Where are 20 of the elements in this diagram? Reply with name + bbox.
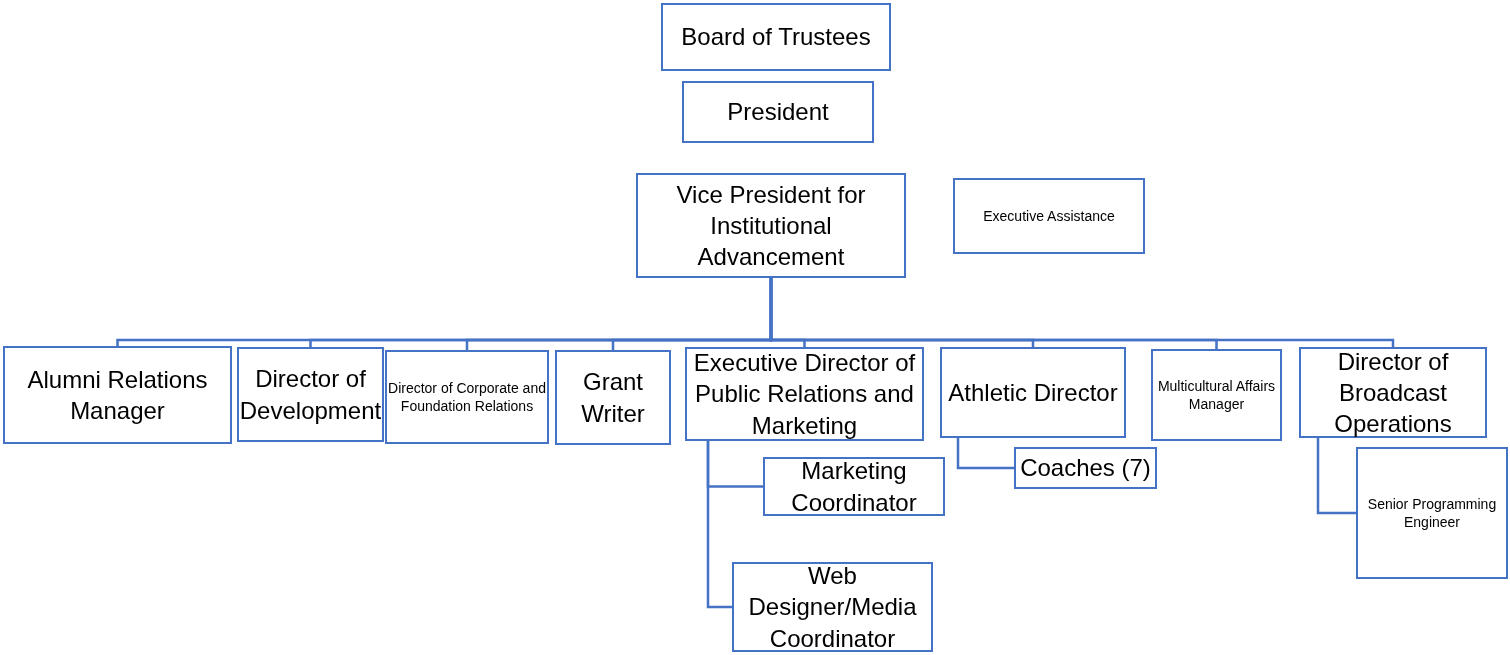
- position-box: Alumni Relations Manager: [3, 346, 232, 444]
- position-box: Director of Development: [237, 347, 384, 442]
- position-box: Grant Writer: [555, 350, 671, 445]
- position-box: Senior Programming Engineer: [1356, 447, 1508, 579]
- position-box: Director of Corporate and Foundation Relations: [385, 350, 549, 444]
- position-box: Athletic Director: [940, 347, 1126, 438]
- position-box: Marketing Coordinator: [763, 457, 945, 516]
- position-box: Web Designer/Media Coordinator: [732, 562, 933, 652]
- position-box: President: [682, 81, 874, 143]
- position-box: Coaches (7): [1014, 447, 1157, 489]
- position-box: Vice President for Institutional Advancement: [636, 173, 906, 278]
- position-box: Board of Trustees: [661, 3, 891, 71]
- connector-line: [769, 278, 1395, 348]
- position-box: Director of Broadcast Operations: [1299, 347, 1487, 438]
- position-box: Executive Director of Public Relations and Marketing: [685, 347, 924, 441]
- position-box: Executive Assistance: [953, 178, 1145, 254]
- connector-line: [956, 438, 1014, 470]
- connector-line: [706, 441, 732, 609]
- connector-line: [1316, 438, 1356, 515]
- position-box: Multicultural Affairs Manager: [1151, 349, 1282, 441]
